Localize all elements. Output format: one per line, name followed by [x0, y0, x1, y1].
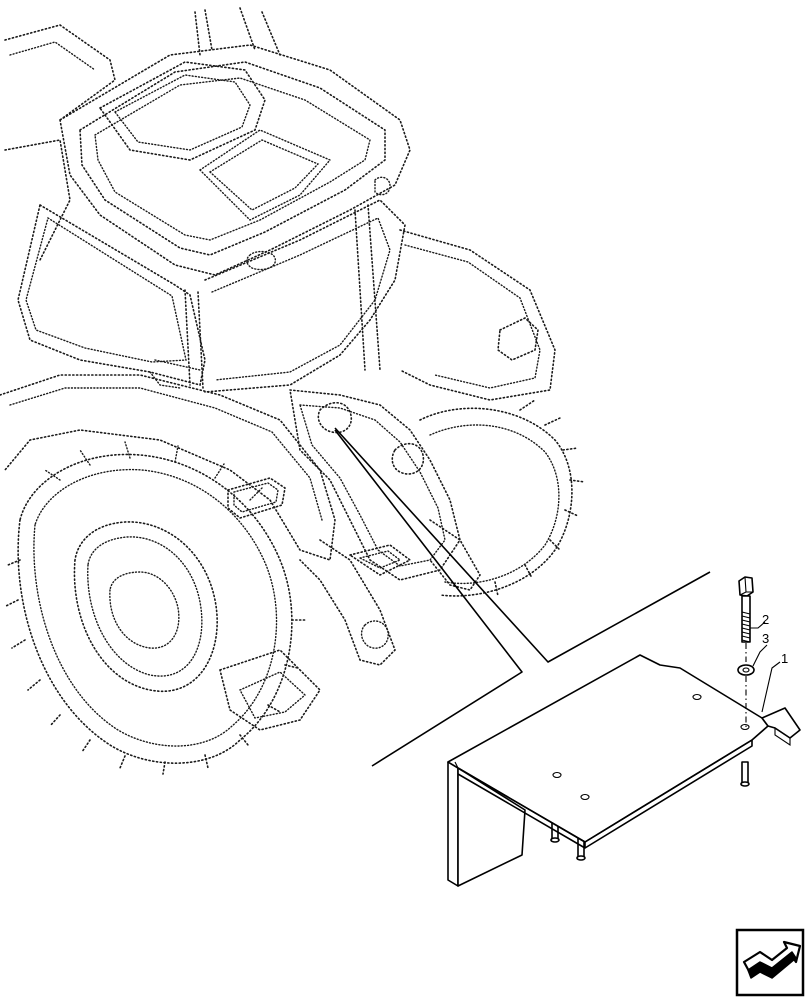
callout-1: 1: [781, 651, 788, 666]
callout-3: 3: [762, 631, 769, 646]
tractor-drawing: [0, 7, 586, 775]
bracket-plate: [447, 654, 801, 887]
navigation-arrow-icon[interactable]: [735, 928, 805, 997]
callouts: 2 3 1: [750, 612, 788, 713]
callout-2: 2: [762, 612, 769, 627]
bolt-assembly: [737, 576, 755, 728]
leader-lines: [334, 427, 711, 767]
